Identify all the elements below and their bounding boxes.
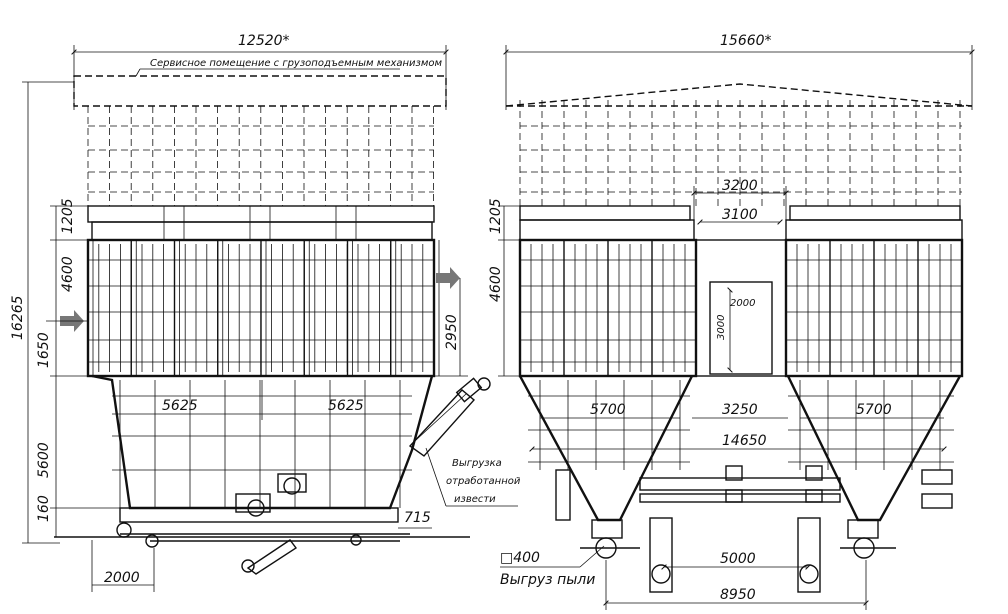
left-body-height-label: 4600: [60, 256, 76, 292]
screw-offset-label: 715: [404, 510, 431, 526]
feet-total-label: 8950: [720, 587, 756, 603]
lime-note-line1: Выгрузка: [452, 458, 502, 469]
left-width-dimension: 12520*: [71, 33, 449, 110]
left-dashed-frame: [87, 106, 435, 206]
right-main-body: [518, 238, 964, 378]
right-view: 15660* 3200 3100: [488, 33, 975, 610]
right-body-height-label: 4600: [488, 266, 504, 302]
right-dashed-roof: [505, 83, 973, 206]
hopper-height-label: 5600: [36, 442, 52, 478]
gap-inner-label: 3100: [722, 207, 758, 223]
hopper-total-label: 14650: [722, 433, 767, 449]
right-width-dimension: 15660*: [503, 33, 975, 110]
hopper-gap-label: 3250: [722, 402, 758, 418]
total-height-label: 16265: [10, 295, 26, 340]
service-room: Сервисное помещение с грузоподъемным мех…: [73, 58, 447, 107]
door: 2000 3000: [709, 281, 773, 375]
base-offset-label: 2000: [104, 570, 140, 586]
left-main-body: [86, 238, 440, 378]
left-drive-units: [235, 473, 307, 517]
left-bottom-discharge: [241, 539, 298, 575]
left-vertical-dimensions: [22, 81, 468, 544]
door-width-label: 2000: [730, 298, 755, 309]
hopper-left-label: 5700: [590, 402, 626, 418]
left-top-band: [87, 205, 435, 241]
hopper-right-width-label: 5625: [328, 398, 364, 414]
left-view: 12520* Сервисное помещение с грузоподъем…: [10, 33, 521, 592]
right-width-label: 15660*: [720, 33, 772, 49]
left-width-label: 12520*: [238, 33, 290, 49]
hopper-left-width-label: 5625: [162, 398, 198, 414]
right-bottom-drives: [580, 517, 896, 593]
gap-top-label: 3200: [722, 178, 758, 194]
dust-note: Выгруз пыли: [500, 572, 595, 588]
outlet-arrow: [436, 267, 460, 289]
feet-spacing-label: 5000: [720, 551, 756, 567]
right-top-band-label: 1205: [488, 198, 504, 234]
outlet-height-label: 2950: [444, 314, 460, 350]
hopper-right-label: 5700: [856, 402, 892, 418]
dust-square-label: □400: [500, 550, 540, 566]
service-room-label: Сервисное помещение с грузоподъемным мех…: [150, 58, 443, 69]
right-cross-frames: [555, 465, 953, 521]
lime-screw-conveyor: [408, 377, 491, 457]
inlet-height-label: 1650: [36, 332, 52, 368]
base-height-label: 160: [36, 495, 52, 522]
door-height-label: 3000: [716, 315, 727, 340]
lime-note-line2: отработанной: [446, 475, 521, 487]
lime-note-line3: извести: [454, 494, 496, 505]
left-base: [54, 522, 470, 548]
left-top-band-label: 1205: [60, 198, 76, 234]
left-hopper: [91, 374, 434, 523]
